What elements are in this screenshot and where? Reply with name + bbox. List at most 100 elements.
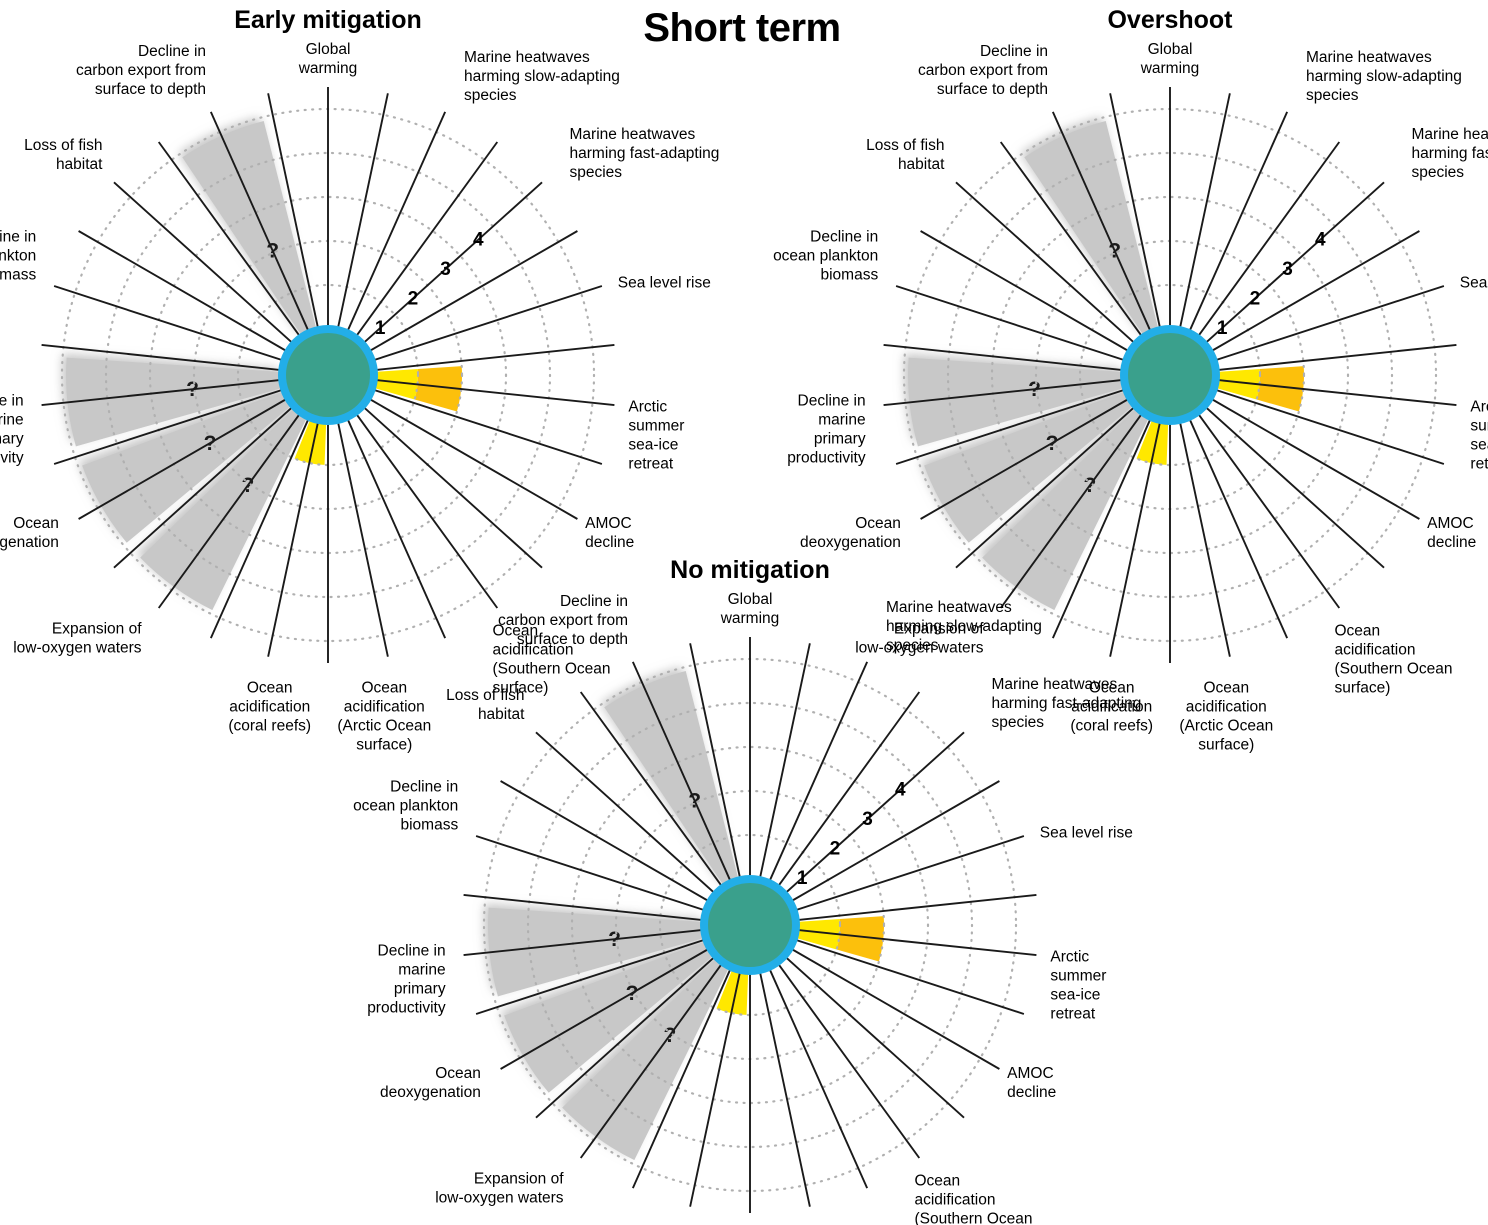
axis-leader-mhw-fast — [360, 181, 543, 347]
tick-labels: 1 23 4 — [1217, 230, 1326, 339]
value-sectors: ???? — [908, 121, 1304, 611]
axis-spoke-14 — [267, 93, 320, 333]
unknown-sector-low-oxygen — [562, 957, 730, 1161]
tick-label-1: 1 — [1217, 318, 1228, 339]
axis-spoke-11 — [463, 893, 707, 922]
axis-leader-low-oxygen — [999, 410, 1145, 609]
value-sectors: ???? — [66, 121, 462, 611]
axis-leader-plankton-biomass — [895, 285, 1129, 363]
axis-spoke-2 — [365, 230, 578, 354]
axis-leader-deoxygenation — [920, 396, 1133, 520]
tick-label-3: 3 — [440, 259, 451, 280]
axis-spoke-9 — [113, 403, 296, 569]
gridline-ring-4 — [946, 151, 1394, 599]
axis-leader-plankton-biomass — [475, 835, 709, 913]
tick-label-4: 4 — [473, 230, 484, 251]
axis-leader-oa-arctic — [336, 417, 389, 657]
axis-spoke-10 — [53, 387, 287, 465]
axis-label-sea-level-rise: Sea level rise — [1460, 274, 1488, 291]
axis-spoke-4 — [791, 937, 1025, 1015]
axis-spoke-8 — [209, 414, 311, 639]
tick-label-4: 4 — [1315, 230, 1326, 251]
axis-leader-carbon-export — [209, 111, 311, 336]
axis-spoke-12 — [920, 230, 1133, 354]
unknown-sector-primary-productivity — [66, 357, 284, 447]
axis-spoke-2 — [787, 780, 1000, 904]
panel-title-early-mitigation: Early mitigation — [234, 6, 422, 34]
unknown-sector-primary-productivity — [908, 357, 1126, 447]
tick-label-2: 2 — [1250, 289, 1261, 310]
gridline-ring-1 — [236, 283, 420, 467]
unknown-sector-primary-productivity — [488, 907, 706, 997]
axis-spoke-14 — [689, 643, 742, 883]
axis-leader-oa-coral — [1109, 417, 1162, 657]
gridline-ring-1 — [1078, 283, 1262, 467]
value-sector-arctic-sea-ice-level-2 — [1256, 366, 1304, 412]
axis-spoke-13 — [579, 691, 725, 890]
tick-label-1: 1 — [375, 318, 386, 339]
value-sector-oa-coral-level-1 — [294, 417, 327, 465]
tick-label-3: 3 — [1282, 259, 1293, 280]
axis-leader-low-oxygen — [157, 410, 303, 609]
axis-spoke-0 — [336, 93, 389, 333]
axis-leader-fish-habitat — [955, 181, 1138, 347]
axis-spoke-13 — [157, 141, 303, 340]
axis-spoke-5 — [1202, 403, 1385, 569]
unknown-sector-deoxygenation — [924, 390, 1135, 543]
panel-title-no-mitigation: No mitigation — [670, 556, 830, 584]
unknown-sector-carbon-export — [182, 121, 317, 337]
axis-spoke-6 — [767, 964, 869, 1189]
axis-leader-deoxygenation — [500, 946, 713, 1070]
axis-leader-carbon-export — [631, 661, 733, 886]
axis-leader-mhw-slow — [1187, 111, 1289, 336]
value-sector-arctic-sea-ice-level-1 — [372, 369, 418, 400]
value-sectors: ???? — [488, 671, 884, 1161]
gridline-ring-4 — [104, 151, 552, 599]
axis-spoke-1 — [775, 691, 921, 890]
axis-spoke-14 — [1109, 93, 1162, 333]
axis-leader-oa-southern — [353, 410, 499, 609]
axis-spoke-11 — [41, 343, 285, 372]
axis-spoke-9 — [955, 403, 1138, 569]
axis-leader-amoc-decline — [365, 396, 578, 520]
axis-leader-plankton-biomass — [53, 285, 287, 363]
tick-label-2: 2 — [830, 839, 841, 860]
tick-label-1: 1 — [797, 868, 808, 889]
value-sector-arctic-sea-ice-level-1 — [1214, 369, 1260, 400]
value-sector-oa-coral-level-1 — [716, 967, 749, 1015]
axis-spoke-3 — [371, 343, 615, 372]
axis-leader-mhw-slow — [345, 111, 447, 336]
axis-spoke-11 — [883, 343, 1127, 372]
axis-leader-arctic-sea-ice — [793, 928, 1037, 957]
unknown-sector-carbon-export — [1024, 121, 1159, 337]
axis-leader-amoc-decline — [1207, 396, 1420, 520]
hub-center — [1128, 333, 1212, 417]
panel-title-overshoot: Overshoot — [1107, 6, 1233, 34]
gridline-ring-4 — [526, 701, 974, 1149]
